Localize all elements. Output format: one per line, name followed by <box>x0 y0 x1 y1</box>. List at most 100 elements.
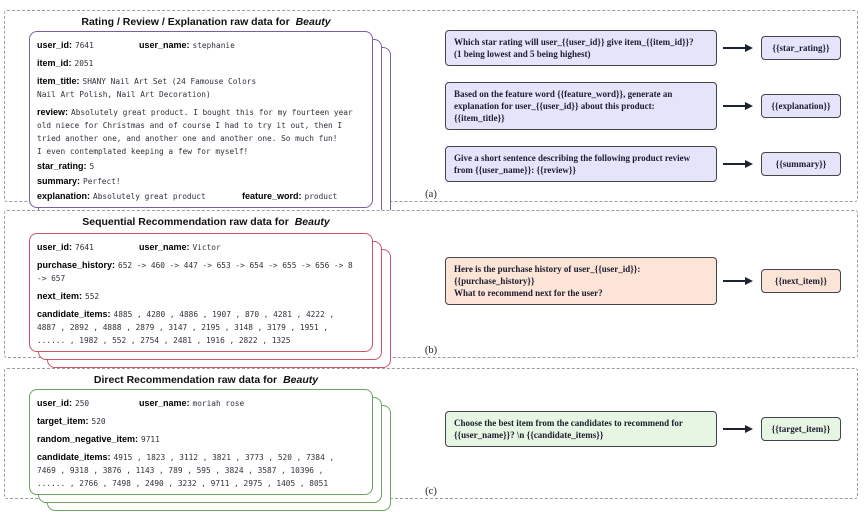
field-star-rating: star_rating5 <box>37 159 366 172</box>
field-value: 4885 , 4280 , 4886 , 1907 , 870 , 4281 ,… <box>37 310 335 345</box>
raw-data-card-stack-a: user_id7641 user_namestephanie item_id20… <box>29 31 391 224</box>
field-value: 250 <box>75 399 90 408</box>
field-value: 520 <box>91 417 106 426</box>
field-item-id: item_id2051 <box>37 56 366 69</box>
card-row: user_id7641 user_namestephanie <box>37 38 366 51</box>
field-value: 2051 <box>74 59 94 68</box>
raw-data-card-b: user_id7641 user_nameVictor purchase_his… <box>29 233 373 352</box>
field-value: stephanie <box>192 41 235 50</box>
prompt-row-next-item: Here is the purchase history of user_{{u… <box>445 257 841 305</box>
panel-c-label: (c) <box>425 486 437 497</box>
arrow-right-icon <box>723 424 753 434</box>
card-row: user_id250 user_namemoriah rose <box>37 396 366 409</box>
field-key: review <box>37 107 68 117</box>
field-summary: summaryPerfect! <box>37 174 366 187</box>
panel-a-title-text: Rating / Review / Explanation raw data f… <box>81 16 290 28</box>
field-value: 7641 <box>75 41 94 50</box>
field-value: Victor <box>192 243 221 252</box>
panel-b-title-text: Sequential Recommendation raw data for <box>82 216 289 228</box>
field-key: user_id <box>37 398 72 408</box>
field-value: 4915 , 1823 , 3112 , 3821 , 3773 , 520 ,… <box>37 453 335 488</box>
prompt-box-star-rating: Which star rating will user_{{user_id}} … <box>445 30 717 66</box>
field-key: user_id <box>37 40 72 50</box>
prompt-row-summary: Give a short sentence describing the fol… <box>445 146 841 182</box>
field-user-id: user_id7641 <box>37 240 139 253</box>
field-key: random_negative_item <box>37 434 138 444</box>
arrow-right-icon <box>723 159 753 169</box>
field-random-negative-item: random_negative_item9711 <box>37 432 366 445</box>
output-box-explanation: {{explanation}} <box>761 94 841 118</box>
prompt-box-explanation: Based on the feature word {{feature_word… <box>445 82 717 130</box>
field-key: user_name <box>139 398 190 408</box>
field-user-name: user_namestephanie <box>139 38 235 51</box>
field-value: product <box>304 192 338 201</box>
panel-b-title: Sequential Recommendation raw data for B… <box>15 216 397 228</box>
output-box-summary: {{summary}} <box>761 152 841 176</box>
field-user-name: user_nameVictor <box>139 240 221 253</box>
arrow-right-icon <box>723 276 753 286</box>
panel-a-title-dataset: Beauty <box>295 16 331 28</box>
output-box-target-item: {{target_item}} <box>761 417 841 441</box>
field-explanation: explanationAbsolutely great product <box>37 189 242 202</box>
field-key: feature_word <box>242 191 302 201</box>
field-key: user_name <box>139 40 190 50</box>
field-key: next_item <box>37 291 82 301</box>
field-candidate-items: candidate_items4915 , 1823 , 3112 , 3821… <box>37 450 366 489</box>
field-value: Absolutely great product <box>93 192 206 201</box>
raw-data-card-a: user_id7641 user_namestephanie item_id20… <box>29 31 373 208</box>
arrow-right-icon <box>723 101 753 111</box>
field-value: 552 <box>85 292 100 301</box>
field-value: Absolutely great product. I bought this … <box>37 108 353 156</box>
output-box-next-item: {{next_item}} <box>761 269 841 293</box>
panel-rating-review-explanation: Rating / Review / Explanation raw data f… <box>4 10 858 224</box>
field-key: target_item <box>37 416 89 426</box>
field-item-title: item_titleSHANY Nail Art Set (24 Famouse… <box>37 74 366 100</box>
panel-direct-recommendation: Direct Recommendation raw data for Beaut… <box>4 368 858 511</box>
field-key: user_name <box>139 242 190 252</box>
prompt-row-explanation: Based on the feature word {{feature_word… <box>445 82 841 130</box>
field-review: reviewAbsolutely great product. I bought… <box>37 105 366 157</box>
field-value: moriah rose <box>192 399 245 408</box>
prompt-row-star-rating: Which star rating will user_{{user_id}} … <box>445 30 841 66</box>
field-value: 5 <box>89 162 95 171</box>
field-value: 9711 <box>141 435 160 444</box>
panel-b-title-dataset: Beauty <box>294 216 330 228</box>
field-key: summary <box>37 176 80 186</box>
field-user-id: user_id250 <box>37 396 139 409</box>
prompt-box-target-item: Choose the best item from the candidates… <box>445 411 717 447</box>
field-key: explanation <box>37 191 90 201</box>
panel-c-title-dataset: Beauty <box>283 374 319 386</box>
field-key: item_id <box>37 58 72 68</box>
field-next-item: next_item552 <box>37 289 366 302</box>
panel-sequential-recommendation: Sequential Recommendation raw data for B… <box>4 210 858 368</box>
field-key: item_title <box>37 76 80 86</box>
panel-c-title-text: Direct Recommendation raw data for <box>93 374 278 386</box>
prompt-box-next-item: Here is the purchase history of user_{{u… <box>445 257 717 305</box>
panel-b-label: (b) <box>424 345 438 356</box>
arrow-right-icon <box>723 43 753 53</box>
raw-data-card-c: user_id250 user_namemoriah rose target_i… <box>29 389 373 495</box>
output-box-star-rating: {{star_rating}} <box>761 36 841 60</box>
field-user-id: user_id7641 <box>37 38 139 51</box>
field-value: 652 -> 460 -> 447 -> 653 -> 654 -> 655 -… <box>37 261 353 283</box>
prompt-row-target-item: Choose the best item from the candidates… <box>445 411 841 447</box>
field-value: Perfect! <box>83 177 121 186</box>
field-key: user_id <box>37 242 72 252</box>
field-candidate-items: candidate_items4885 , 4280 , 4886 , 1907… <box>37 307 366 346</box>
field-feature-word: feature_wordproduct <box>242 189 337 202</box>
field-value: SHANY Nail Art Set (24 Famouse Colors Na… <box>37 77 257 99</box>
card-row: explanationAbsolutely great product feat… <box>37 189 366 202</box>
card-row: user_id7641 user_nameVictor <box>37 240 366 253</box>
panel-a-label: (a) <box>425 189 437 200</box>
field-target-item: target_item520 <box>37 414 366 427</box>
field-purchase-history: purchase_history652 -> 460 -> 447 -> 653… <box>37 258 366 284</box>
field-user-name: user_namemoriah rose <box>139 396 244 409</box>
field-value: 7641 <box>75 243 94 252</box>
field-key: candidate_items <box>37 309 111 319</box>
field-key: star_rating <box>37 161 87 171</box>
raw-data-card-stack-c: user_id250 user_namemoriah rose target_i… <box>29 389 391 511</box>
prompt-box-summary: Give a short sentence describing the fol… <box>445 146 717 182</box>
field-key: purchase_history <box>37 260 115 270</box>
panel-a-title: Rating / Review / Explanation raw data f… <box>15 16 397 28</box>
